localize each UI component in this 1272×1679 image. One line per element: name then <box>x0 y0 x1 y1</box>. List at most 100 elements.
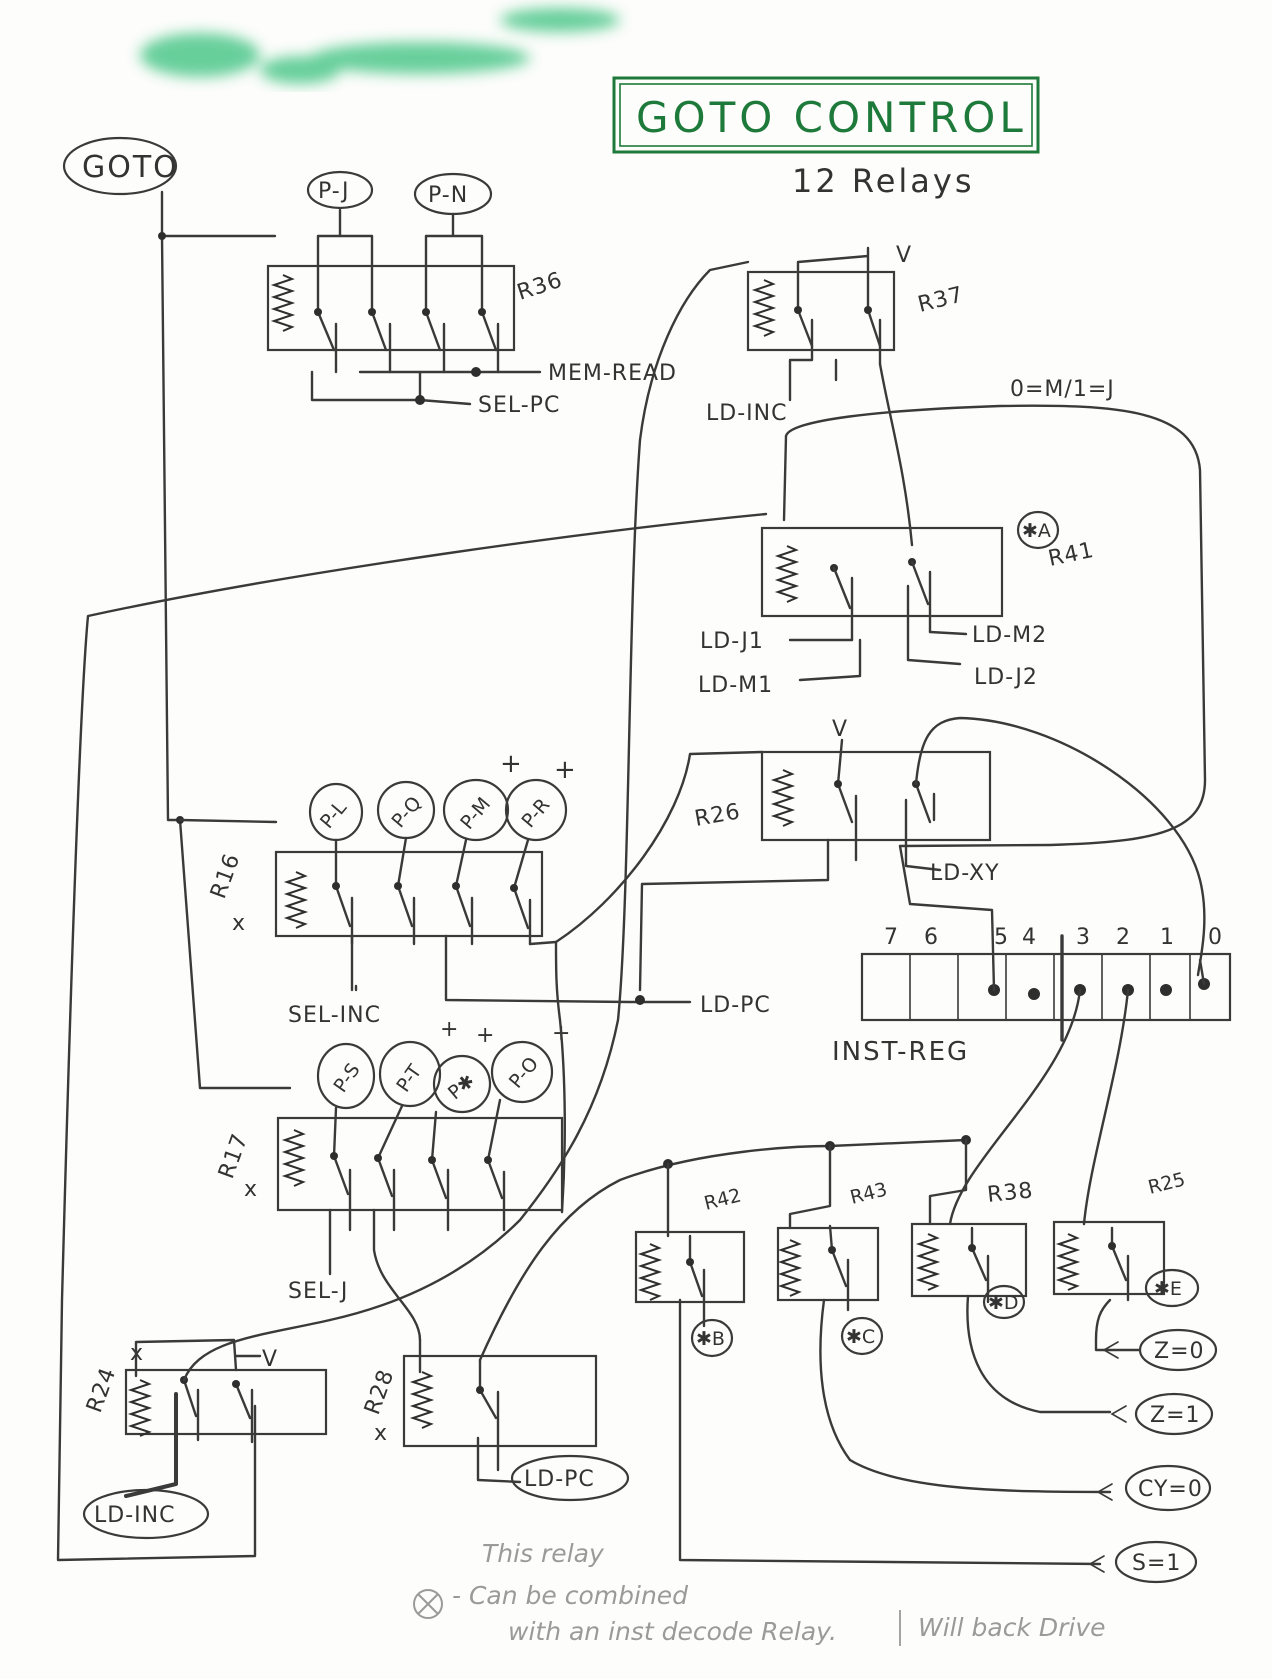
relay-r42 <box>634 1230 746 1304</box>
signal-v-r24: V <box>262 1347 278 1372</box>
relay-r25 <box>1052 1220 1166 1296</box>
signal-sel-pc: SEL-PC <box>478 393 560 418</box>
terminal-goto <box>62 136 178 196</box>
page-title: GOTO CONTROL <box>636 93 1027 142</box>
relay-count: 12 Relays <box>792 162 974 200</box>
relay-r41-label: R41 <box>1046 538 1096 572</box>
terminal-p-t <box>378 1040 442 1108</box>
terminal-z-1-label: Z=1 <box>1150 1403 1201 1428</box>
terminal-cy-0-label: CY=0 <box>1138 1477 1203 1502</box>
signal-ld-xy: LD-XY <box>930 861 1000 886</box>
terminal-ld-inc-label: LD-INC <box>94 1503 175 1528</box>
marker-c <box>840 1316 884 1356</box>
terminal-z-1 <box>1134 1392 1214 1436</box>
relay-r42-label: R42 <box>702 1184 744 1214</box>
relay-r17 <box>276 1116 564 1212</box>
relay-r37-label: R37 <box>915 282 966 317</box>
note-line-4: Will back Drive <box>918 1613 1106 1642</box>
terminal-p-o-label: P-O <box>505 1053 543 1093</box>
inst-reg-bit-3: 3 <box>1076 925 1091 950</box>
terminal-p-j <box>306 170 374 210</box>
inst-reg-bit-6: 6 <box>924 925 939 950</box>
x-mark-r28: x <box>374 1421 388 1446</box>
inst-reg <box>860 952 1232 1022</box>
terminal-s-1 <box>1114 1540 1198 1584</box>
relay-r25-label: R25 <box>1146 1168 1188 1198</box>
signal-ld-m2: LD-M2 <box>972 623 1047 648</box>
terminal-z-0 <box>1138 1328 1218 1372</box>
terminal-p-s <box>316 1042 376 1110</box>
terminal-ld-pc-label: LD-PC <box>524 1467 595 1492</box>
relay-r41 <box>760 526 1004 618</box>
terminal-z-0-label: Z=0 <box>1154 1339 1205 1364</box>
x-mark-r17: x <box>244 1177 258 1202</box>
inst-reg-bit-5: 5 <box>994 925 1009 950</box>
plus-p-r: + <box>554 755 578 785</box>
terminal-p-l-label: P-L <box>316 797 351 833</box>
marker-b-label: ✱B <box>696 1328 725 1350</box>
signal-ld-j1: LD-J1 <box>700 629 764 654</box>
note-line-1: This relay <box>482 1539 605 1568</box>
terminal-p-n-label: P-N <box>428 183 468 208</box>
relay-r24 <box>124 1368 328 1436</box>
terminal-s-1-label: S=1 <box>1132 1551 1181 1576</box>
plus-p-t: + <box>440 1017 459 1042</box>
terminal-p-star <box>432 1054 492 1114</box>
plus-p-m: + <box>500 749 524 779</box>
relay-r38-label: R38 <box>986 1178 1035 1208</box>
signal-m-j-select: 0=M/1=J <box>1010 377 1115 402</box>
plus-p-star: + <box>476 1023 495 1048</box>
signal-sel-j: SEL-J <box>288 1279 348 1304</box>
relay-r28-label: R28 <box>360 1366 399 1418</box>
relay-r37 <box>746 270 896 352</box>
goto-bus <box>160 190 292 1090</box>
terminal-p-j-label: P-J <box>318 179 349 204</box>
note-line-2: - Can be combined <box>452 1581 688 1610</box>
r41-left-feed <box>56 512 768 1562</box>
terminal-p-m-label: P-M <box>456 793 495 833</box>
terminal-p-o <box>490 1040 554 1104</box>
relay-r28 <box>402 1354 598 1448</box>
marker-d-label: ✱D <box>988 1292 1019 1314</box>
relay-r36-label: R36 <box>514 268 566 306</box>
relay-r24-label: R24 <box>82 1364 121 1416</box>
marker-e <box>1144 1268 1200 1308</box>
terminal-p-q-label: P-Q <box>388 792 426 832</box>
inst-reg-label: INST-REG <box>832 1037 969 1067</box>
marker-b <box>690 1318 734 1358</box>
marker-c-label: ✱C <box>846 1326 875 1348</box>
terminal-p-r <box>504 778 568 842</box>
relay-r26 <box>760 750 992 842</box>
note-marker-icon <box>413 1589 443 1619</box>
bus-r42-r43 <box>478 1138 968 1362</box>
r37-ld-inc-loop <box>328 260 750 1322</box>
inst-reg-bit-1: 1 <box>1160 925 1175 950</box>
signal-ld-pc: LD-PC <box>700 993 771 1018</box>
relay-r16 <box>274 850 544 938</box>
signal-v-r37: V <box>896 243 912 268</box>
inst-reg-bit-2: 2 <box>1116 925 1131 950</box>
marker-a-label: ✱A <box>1022 520 1051 542</box>
inst-reg-bit-labels: 7 6 5 4 3 2 1 0 <box>884 925 1223 950</box>
x-mark-r16: x <box>232 911 246 936</box>
terminal-cy-0 <box>1124 1464 1212 1512</box>
signal-ld-m1: LD-M1 <box>698 673 773 698</box>
terminal-ld-inc <box>82 1488 210 1540</box>
terminal-p-t-label: P-T <box>392 1061 426 1097</box>
title-frame <box>612 76 1040 154</box>
terminal-p-r-label: P-R <box>518 794 555 832</box>
signal-sel-inc: SEL-INC <box>288 1003 381 1028</box>
signal-ld-inc: LD-INC <box>706 401 787 426</box>
inst-reg-bit-4: 4 <box>1022 925 1037 950</box>
note-line-3: with an inst decode Relay. <box>508 1617 837 1646</box>
marker-a <box>1016 510 1060 550</box>
inst-reg-bit-0: 0 <box>1208 925 1223 950</box>
terminal-ld-pc <box>510 1454 630 1502</box>
relay-r43 <box>776 1226 880 1302</box>
terminal-p-star-label: P✱ <box>444 1070 479 1104</box>
terminal-p-s-label: P-S <box>329 1059 364 1096</box>
inst-reg-bit-7: 7 <box>884 925 899 950</box>
relay-r26-label: R26 <box>693 799 743 832</box>
relay-r17-label: R17 <box>214 1130 253 1182</box>
